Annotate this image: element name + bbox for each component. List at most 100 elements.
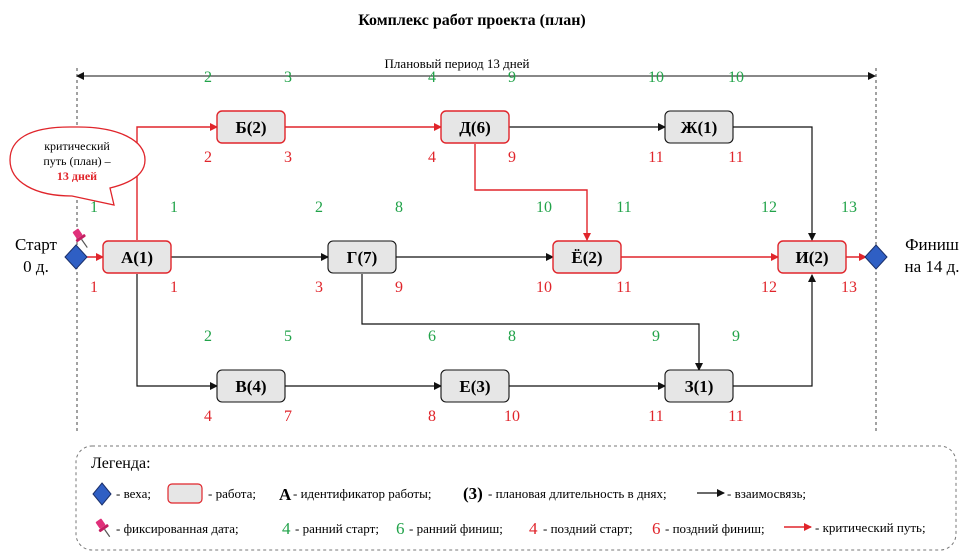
start-milestone-icon[interactable] — [64, 244, 88, 270]
early-start: 10 — [648, 69, 664, 86]
period-label: Плановый период 13 дней — [385, 56, 530, 71]
early-finish: 13 — [841, 199, 857, 216]
legend-id-symbol: А — [279, 485, 292, 504]
late-finish: 11 — [616, 279, 631, 296]
pushpin-icon — [72, 228, 88, 248]
task-label: В(4) — [235, 377, 266, 396]
task-node-g[interactable]: Г(7) 2 8 3 9 — [315, 199, 403, 296]
early-finish: 11 — [616, 199, 631, 216]
early-finish: 1 — [170, 199, 178, 216]
early-start: 9 — [652, 328, 660, 345]
task-box — [552, 240, 622, 274]
dependency-links — [136, 123, 816, 390]
link-ZH-I — [733, 126, 816, 241]
legend-fixed-text: - фиксированная дата; — [116, 521, 239, 536]
callout-line-1: критический — [44, 139, 110, 153]
callout-line-3: 13 дней — [57, 169, 97, 183]
task-node-d[interactable]: Д(6) 4 9 4 9 — [428, 69, 516, 166]
late-start: 1 — [90, 279, 98, 296]
critical-path-callout: критический путь (план) – 13 дней — [9, 126, 146, 206]
late-finish: 7 — [284, 408, 292, 425]
early-start: 4 — [428, 69, 436, 86]
task-label: Ж(1) — [681, 118, 718, 137]
task-label: А(1) — [121, 248, 153, 267]
start-days: 0 д. — [23, 257, 49, 276]
link-D-YO — [474, 144, 591, 241]
start-label: Старт — [15, 235, 58, 254]
late-start: 3 — [315, 279, 323, 296]
late-start: 2 — [204, 149, 212, 166]
late-start: 12 — [761, 279, 777, 296]
legend-duration-text: - плановая длительность в днях; — [488, 486, 667, 501]
legend-pushpin-icon — [95, 518, 111, 538]
legend-task-text: - работа; — [208, 486, 256, 501]
critical-links — [85, 123, 867, 261]
late-finish: 9 — [508, 149, 516, 166]
diagram-title: Комплекс работ проекта (план) — [358, 12, 586, 29]
late-finish: 3 — [284, 149, 292, 166]
legend-milestone-text: - веха; — [116, 486, 151, 501]
task-label: Б(2) — [235, 118, 266, 137]
late-finish: 9 — [395, 279, 403, 296]
late-finish: 11 — [728, 149, 743, 166]
early-start: 2 — [315, 199, 323, 216]
legend-critical-text: - критический путь; — [815, 520, 926, 535]
task-label: Е(3) — [459, 377, 490, 396]
task-label: З(1) — [685, 377, 714, 396]
task-box — [216, 369, 286, 403]
late-finish: 11 — [728, 408, 743, 425]
late-finish: 13 — [841, 279, 857, 296]
early-start: 12 — [761, 199, 777, 216]
legend-lf-text: - поздний финиш; — [665, 521, 765, 536]
finish-milestone-icon[interactable] — [864, 244, 888, 270]
legend-ef-num: 6 — [396, 519, 405, 538]
late-finish: 1 — [170, 279, 178, 296]
task-box — [102, 240, 172, 274]
task-box — [664, 110, 734, 144]
finish-days: на 14 д. — [904, 257, 959, 276]
early-start: 2 — [204, 328, 212, 345]
legend-es-num: 4 — [282, 519, 291, 538]
late-finish: 10 — [504, 408, 520, 425]
task-box — [777, 240, 847, 274]
legend-task-icon — [167, 483, 203, 504]
early-finish: 9 — [508, 69, 516, 86]
early-finish: 10 — [728, 69, 744, 86]
late-start: 8 — [428, 408, 436, 425]
early-finish: 8 — [395, 199, 403, 216]
task-box — [440, 110, 510, 144]
legend-ls-text: - поздний старт; — [543, 521, 633, 536]
early-finish: 8 — [508, 328, 516, 345]
late-start: 4 — [428, 149, 436, 166]
callout-line-2: путь (план) – — [43, 154, 111, 168]
early-finish: 3 — [284, 69, 292, 86]
legend-ef-text: - ранний финиш; — [409, 521, 503, 536]
task-box — [440, 369, 510, 403]
late-start: 10 — [536, 279, 552, 296]
legend-es-text: - ранний старт; — [295, 521, 379, 536]
link-G-Z — [361, 274, 703, 371]
early-finish: 9 — [732, 328, 740, 345]
task-label: Д(6) — [459, 118, 491, 137]
task-label: Ё(2) — [571, 248, 602, 267]
legend-lf-num: 6 — [652, 519, 661, 538]
task-label: Г(7) — [347, 248, 378, 267]
legend-link-text: - взаимосвязь; — [727, 486, 806, 501]
legend-ls-num: 4 — [529, 519, 538, 538]
finish-label: Финиш — [905, 235, 959, 254]
legend-milestone-icon — [92, 482, 112, 506]
legend-id-text: - идентификатор работы; — [293, 486, 431, 501]
legend-title: Легенда: — [91, 455, 151, 472]
legend: Легенда: - веха; - работа; А - идентифик… — [75, 445, 957, 551]
early-finish: 5 — [284, 328, 292, 345]
